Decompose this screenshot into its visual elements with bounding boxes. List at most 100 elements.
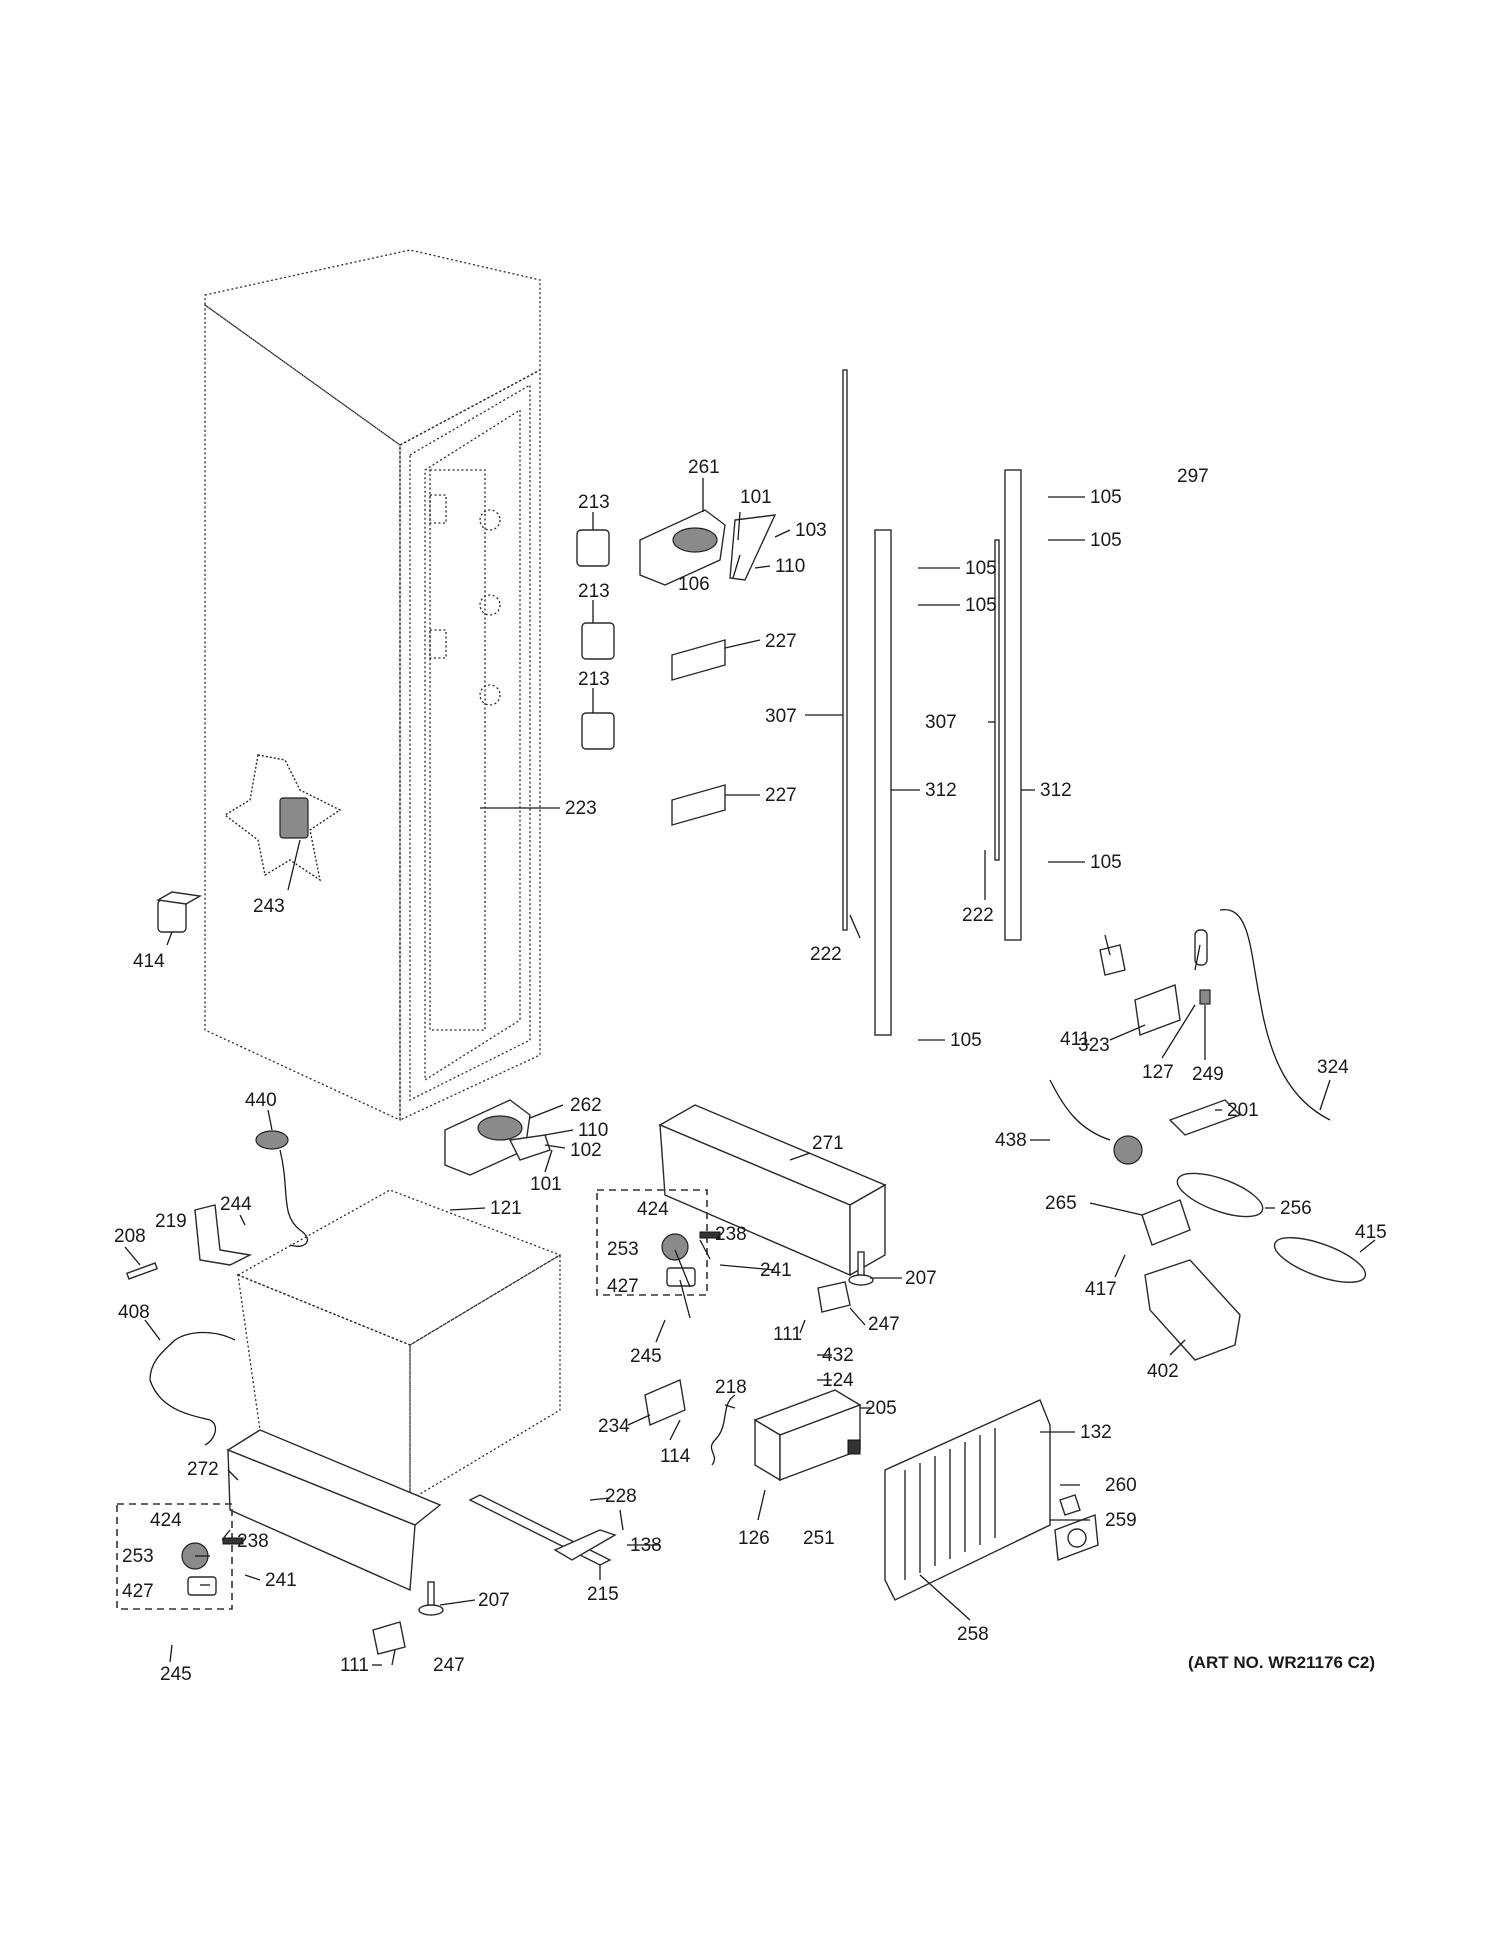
water-system-parts (1049, 909, 1367, 1361)
callout-417: 417 (1085, 1279, 1117, 1300)
callout-103: 103 (795, 520, 827, 541)
callout-213a: 213 (578, 492, 610, 513)
callout-219: 219 (155, 1211, 187, 1232)
callout-127: 127 (1142, 1062, 1174, 1083)
callout-259: 259 (1105, 1510, 1137, 1531)
part-227-handles (671, 639, 726, 826)
callout-101b: 101 (530, 1174, 562, 1195)
callout-324: 324 (1317, 1057, 1349, 1078)
callout-249: 249 (1192, 1064, 1224, 1085)
callout-227a: 227 (765, 631, 797, 652)
part-408-cord (149, 1331, 236, 1446)
callout-245b: 245 (160, 1664, 192, 1685)
callout-208: 208 (114, 1226, 146, 1247)
callout-424a: 424 (637, 1199, 669, 1220)
callout-218: 218 (715, 1377, 747, 1398)
part-272-channel (226, 1429, 442, 1592)
callout-102: 102 (570, 1140, 602, 1161)
callout-241b: 241 (265, 1570, 297, 1591)
callout-323: 323 (1078, 1035, 1110, 1056)
callout-205: 205 (865, 1398, 897, 1419)
callout-307a: 307 (765, 706, 797, 727)
part-205-box (753, 1389, 862, 1482)
callout-105c: 105 (965, 558, 997, 579)
callout-272: 272 (187, 1459, 219, 1480)
kit-box-upper (596, 1189, 708, 1296)
callout-261: 261 (688, 457, 720, 478)
callout-126: 126 (738, 1528, 770, 1549)
callout-228: 228 (605, 1486, 637, 1507)
part-208-pin (125, 1262, 159, 1280)
rails (842, 369, 1022, 1036)
callout-438: 438 (995, 1130, 1027, 1151)
callout-222a: 222 (810, 944, 842, 965)
legs-and-brackets (372, 1251, 874, 1655)
callout-260: 260 (1105, 1475, 1137, 1496)
art-number: (ART NO. WR21176 C2) (1188, 1653, 1375, 1672)
callout-238a: 238 (715, 1224, 747, 1245)
callout-258: 258 (957, 1624, 989, 1645)
callout-201: 201 (1227, 1100, 1259, 1121)
callout-307b: 307 (925, 712, 957, 733)
callout-427b: 427 (122, 1581, 154, 1602)
callout-253a: 253 (607, 1239, 639, 1260)
callout-114: 114 (660, 1446, 691, 1467)
callout-247b: 247 (433, 1655, 465, 1676)
callout-111a: 111 (773, 1324, 802, 1345)
part-258-panel (884, 1399, 1051, 1601)
callout-105b: 105 (1090, 530, 1122, 551)
callout-256: 256 (1280, 1198, 1312, 1219)
part-440-grommet (255, 1130, 309, 1247)
callout-271: 271 (812, 1133, 844, 1154)
callout-262: 262 (570, 1095, 602, 1116)
callout-427a: 427 (607, 1276, 639, 1297)
callout-105e: 105 (1090, 852, 1122, 873)
callout-105f: 105 (950, 1030, 982, 1051)
callout-402: 402 (1147, 1361, 1179, 1382)
callout-245a: 245 (630, 1346, 662, 1367)
part-219-bracket (194, 1204, 253, 1266)
callout-247a: 247 (868, 1314, 900, 1335)
callout-105a: 105 (1090, 487, 1122, 508)
callout-414: 414 (133, 951, 165, 972)
callout-243: 243 (253, 896, 285, 917)
callout-241a: 241 (760, 1260, 792, 1281)
callout-424b: 424 (150, 1510, 182, 1531)
callout-106: 106 (678, 574, 710, 595)
callout-215: 215 (587, 1584, 619, 1605)
callout-124: 124 (822, 1370, 854, 1391)
callout-207b: 207 (478, 1590, 510, 1611)
callout-labels: 213 213 213 261 101 103 110 106 227 227 … (114, 457, 1387, 1685)
callout-253b: 253 (122, 1546, 154, 1567)
callout-415: 415 (1355, 1222, 1387, 1243)
callout-238b: 238 (237, 1531, 269, 1552)
callout-132: 132 (1080, 1422, 1112, 1443)
machine-compartment (236, 1189, 562, 1502)
callout-440: 440 (245, 1090, 277, 1111)
callout-138: 138 (630, 1535, 662, 1556)
callout-110b: 110 (578, 1120, 608, 1141)
callout-105d: 105 (965, 595, 997, 616)
part-414 (155, 891, 203, 933)
callout-312a: 312 (925, 780, 957, 801)
callout-121: 121 (490, 1198, 522, 1219)
callout-312b: 312 (1040, 780, 1072, 801)
callout-222b: 222 (962, 905, 994, 926)
leader-lines (124, 478, 1376, 1666)
callout-432: 432 (822, 1345, 854, 1366)
callout-234: 234 (598, 1416, 630, 1437)
callout-408: 408 (118, 1302, 150, 1323)
part-271-channel (658, 1104, 887, 1277)
callout-223: 223 (565, 798, 597, 819)
callout-110a: 110 (775, 556, 805, 577)
callout-213b: 213 (578, 581, 610, 602)
part-262-hinge (444, 1099, 551, 1176)
part-213-covers (576, 529, 615, 750)
part-261-hinge (639, 509, 777, 586)
callout-207a: 207 (905, 1268, 937, 1289)
callout-213c: 213 (578, 669, 610, 690)
callout-251: 251 (803, 1528, 835, 1549)
parts-259-260 (1054, 1494, 1099, 1561)
callout-227b: 227 (765, 785, 797, 806)
